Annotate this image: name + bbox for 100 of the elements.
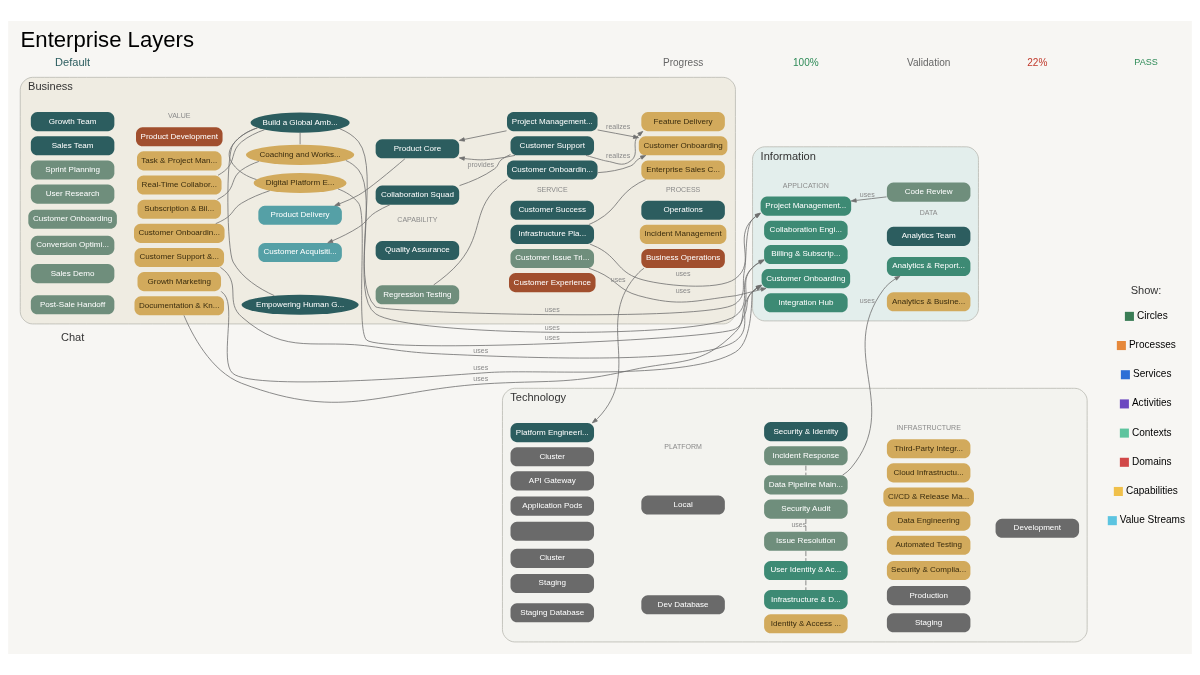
- arrow: [334, 158, 406, 206]
- node-box: Enterprise Sales C...: [641, 160, 725, 180]
- node-box: Sales Demo: [30, 264, 115, 284]
- label: Progress: [662, 56, 704, 68]
- label: Validation: [906, 56, 951, 68]
- node-box: Regression Testing: [375, 285, 460, 305]
- node-box: Customer Onboardin...: [507, 160, 598, 180]
- node-box: User Research: [30, 184, 115, 204]
- node-box: Operations: [641, 200, 725, 220]
- connector: [433, 179, 508, 286]
- node-box: Code Review: [886, 182, 971, 202]
- node-box: User Identity & Ac...: [764, 560, 848, 581]
- legend-label: Processes: [1128, 339, 1176, 351]
- node-box: Analytics & Report...: [886, 257, 971, 277]
- node-box: Post-Sale Handoff: [30, 295, 115, 315]
- legend-label: Services: [1132, 368, 1172, 380]
- node-box: Incident Response: [764, 446, 848, 466]
- node-box: Local: [641, 495, 725, 515]
- connector: [299, 132, 301, 145]
- node-box: Task & Project Man...: [137, 151, 222, 171]
- legend-label: Activities: [1131, 397, 1172, 409]
- node-box: Conversion Optimi...: [30, 235, 115, 255]
- node-box: Sprint Planning: [30, 160, 115, 180]
- node-box: Production: [886, 586, 971, 606]
- node-box: Customer Onboardin...: [134, 223, 225, 243]
- arrow: [588, 267, 767, 303]
- node-box: Automated Testing: [886, 535, 971, 555]
- arrow: [842, 275, 901, 476]
- node-box: Data Engineering: [886, 511, 971, 531]
- node-box: Security & Identity: [764, 422, 848, 442]
- node-box: Staging Database: [510, 603, 595, 623]
- node-box: Issue Resolution: [764, 531, 848, 551]
- connector: [217, 161, 260, 200]
- node-box: Security & Complia...: [886, 560, 971, 581]
- legend-label: Capabilities: [1125, 484, 1178, 496]
- node-box: Collaboration Engi...: [764, 220, 848, 240]
- node-box: Customer Onboarding: [761, 269, 851, 289]
- node-box: CI/CD & Release Ma...: [883, 487, 974, 507]
- legend-label: Domains: [1131, 455, 1172, 467]
- node-box: Cluster: [510, 548, 595, 568]
- node-box: Sales Team: [30, 136, 115, 156]
- connector: [805, 518, 807, 532]
- label: 22%: [1027, 56, 1048, 68]
- node-box: [510, 521, 595, 541]
- diagram-title: Enterprise Layers: [20, 26, 195, 52]
- arrow: [597, 155, 647, 174]
- label: PASS: [1134, 57, 1158, 68]
- node-box: Platform Engineeri...: [510, 423, 595, 443]
- node-box: Analytics Team: [886, 226, 971, 246]
- node-box: Customer Acquisiti...: [258, 242, 342, 262]
- node-box: Product Development: [136, 127, 223, 147]
- node-ellipse: Build a Global Amb...: [250, 112, 350, 133]
- connector: [805, 550, 807, 562]
- node-box: Growth Team: [30, 112, 115, 132]
- connector: [588, 179, 647, 226]
- node-box: Development: [995, 518, 1080, 538]
- connector: [805, 465, 807, 476]
- node-box: Infrastructure & D...: [764, 590, 848, 610]
- node-box: Real-Time Collabor...: [137, 175, 222, 195]
- node-box: Incident Management: [639, 224, 727, 244]
- node-box: API Gateway: [510, 471, 595, 491]
- node-box: Customer Success: [510, 200, 595, 220]
- node-box: Customer Experience: [509, 273, 596, 293]
- legend-label: Contexts: [1131, 426, 1172, 438]
- node-box: Integration Hub: [764, 293, 848, 313]
- node-box: Third-Party Integr...: [886, 439, 971, 459]
- connector: [459, 154, 511, 187]
- node-box: Collaboration Squad: [375, 185, 460, 205]
- node-box: Analytics & Busine...: [886, 292, 971, 312]
- node-box: Infrastructure Pla...: [510, 224, 595, 244]
- connector: [805, 579, 807, 591]
- node-box: Cluster: [510, 447, 595, 467]
- node-box: Customer Onboarding: [638, 136, 728, 156]
- node-box: Feature Delivery: [641, 112, 725, 132]
- arrow: [850, 196, 887, 203]
- arrow: [591, 267, 645, 424]
- node-box: Application Pods: [510, 496, 595, 516]
- node-box: Customer Issue Tri...: [510, 248, 595, 269]
- connector: [215, 190, 271, 225]
- node-box: Security Audit: [764, 499, 848, 519]
- connector: [227, 127, 275, 297]
- label: Show:: [1130, 283, 1162, 296]
- legend-label: Circles: [1136, 309, 1168, 321]
- arrow: [327, 204, 391, 244]
- label: Chat: [60, 330, 85, 343]
- node-box: Project Management...: [760, 196, 852, 216]
- node-ellipse: Coaching and Works...: [246, 144, 355, 165]
- connector: [217, 129, 265, 176]
- arrow: [458, 155, 516, 161]
- node-box: Business Operations: [641, 248, 725, 269]
- node-box: Customer Support: [510, 136, 595, 156]
- legend-label: Value Streams: [1119, 514, 1186, 526]
- node-box: Subscription & Bil...: [137, 199, 222, 219]
- arrow: [458, 130, 507, 142]
- node-box: Dev Database: [641, 595, 725, 615]
- node-box: Staging: [510, 574, 595, 594]
- node-box: Customer Onboarding: [28, 209, 117, 229]
- arrow: [597, 129, 639, 139]
- node-ellipse: Empowering Human G...: [241, 294, 359, 315]
- node-box: Project Management...: [507, 112, 598, 132]
